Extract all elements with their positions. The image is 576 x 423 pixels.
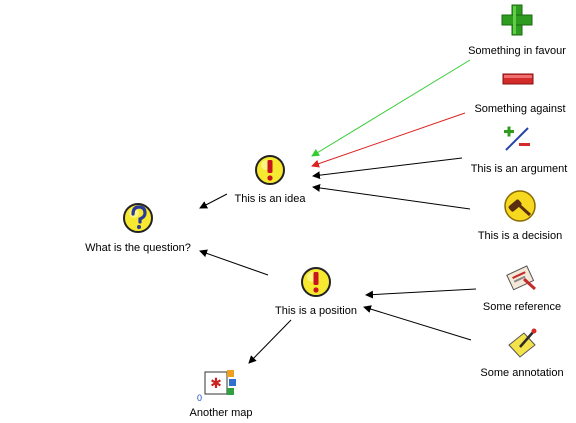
link-reference-to-position[interactable] xyxy=(365,288,477,299)
node-label: What is the question? xyxy=(85,242,191,254)
node-label: Some reference xyxy=(482,301,562,313)
child-count-badge: 0 xyxy=(197,393,203,403)
node-label: This is a decision xyxy=(477,230,563,242)
link-pro-to-idea[interactable] xyxy=(311,59,471,157)
question-icon[interactable] xyxy=(123,203,153,233)
node-label: Some annotation xyxy=(480,367,564,379)
link-idea-to-question[interactable] xyxy=(199,193,228,209)
node-label: This is an argument xyxy=(470,163,568,175)
node-label: Another map xyxy=(189,407,253,419)
plus-icon[interactable] xyxy=(501,4,533,36)
link-position-to-map[interactable] xyxy=(248,319,292,364)
link-note-to-position[interactable] xyxy=(363,305,472,341)
link-decision-to-idea[interactable] xyxy=(312,184,471,210)
link-con-to-idea[interactable] xyxy=(311,112,466,168)
minus-icon[interactable] xyxy=(502,73,534,85)
reference-icon[interactable] xyxy=(506,265,537,291)
map-icon[interactable]: ✱ xyxy=(204,370,236,395)
link-position-to-question[interactable] xyxy=(199,249,269,276)
node-label: Something against xyxy=(474,103,566,115)
link-argument-to-idea[interactable] xyxy=(312,157,463,180)
svg-text:✱: ✱ xyxy=(210,375,222,391)
node-label: This is an idea xyxy=(234,193,306,205)
exclamation-icon[interactable] xyxy=(255,155,285,185)
plus-minus-icon[interactable] xyxy=(504,126,530,151)
gavel-icon[interactable] xyxy=(504,190,536,222)
exclamation-icon[interactable] xyxy=(301,267,331,297)
node-label: Something in favour xyxy=(468,45,566,57)
note-pencil-icon[interactable] xyxy=(508,328,537,358)
node-label: This is a position xyxy=(275,305,357,317)
